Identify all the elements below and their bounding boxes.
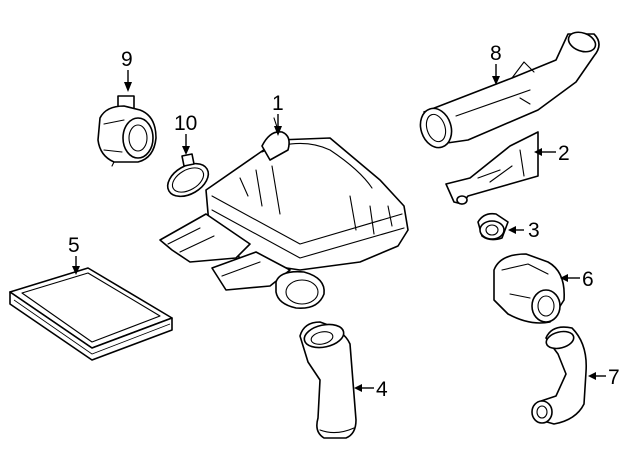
callout-5: 5 bbox=[68, 234, 80, 257]
resonator[interactable] bbox=[493, 253, 565, 324]
grommet[interactable] bbox=[477, 212, 509, 241]
callout-1: 1 bbox=[272, 92, 284, 115]
callout-9: 9 bbox=[121, 48, 133, 71]
outlet-hose[interactable] bbox=[531, 326, 588, 425]
hose-clamp[interactable] bbox=[162, 153, 214, 203]
callout-labels: 1 2 3 4 5 6 7 8 9 10 bbox=[68, 42, 620, 401]
callout-2: 2 bbox=[558, 142, 570, 165]
callout-3: 3 bbox=[528, 219, 540, 242]
lower-intake-hose[interactable] bbox=[299, 321, 357, 439]
callout-7: 7 bbox=[608, 366, 620, 389]
air-filter-element[interactable] bbox=[9, 267, 173, 361]
callout-10: 10 bbox=[174, 112, 197, 135]
callout-6: 6 bbox=[582, 268, 594, 291]
callout-8: 8 bbox=[490, 42, 502, 65]
intake-duct[interactable] bbox=[416, 29, 600, 152]
leader-lines bbox=[72, 64, 606, 392]
duct-bracket[interactable] bbox=[445, 131, 539, 205]
mass-air-flow-sensor[interactable] bbox=[97, 95, 157, 167]
callout-4: 4 bbox=[376, 378, 388, 401]
air-cleaner-housing[interactable] bbox=[159, 117, 409, 310]
